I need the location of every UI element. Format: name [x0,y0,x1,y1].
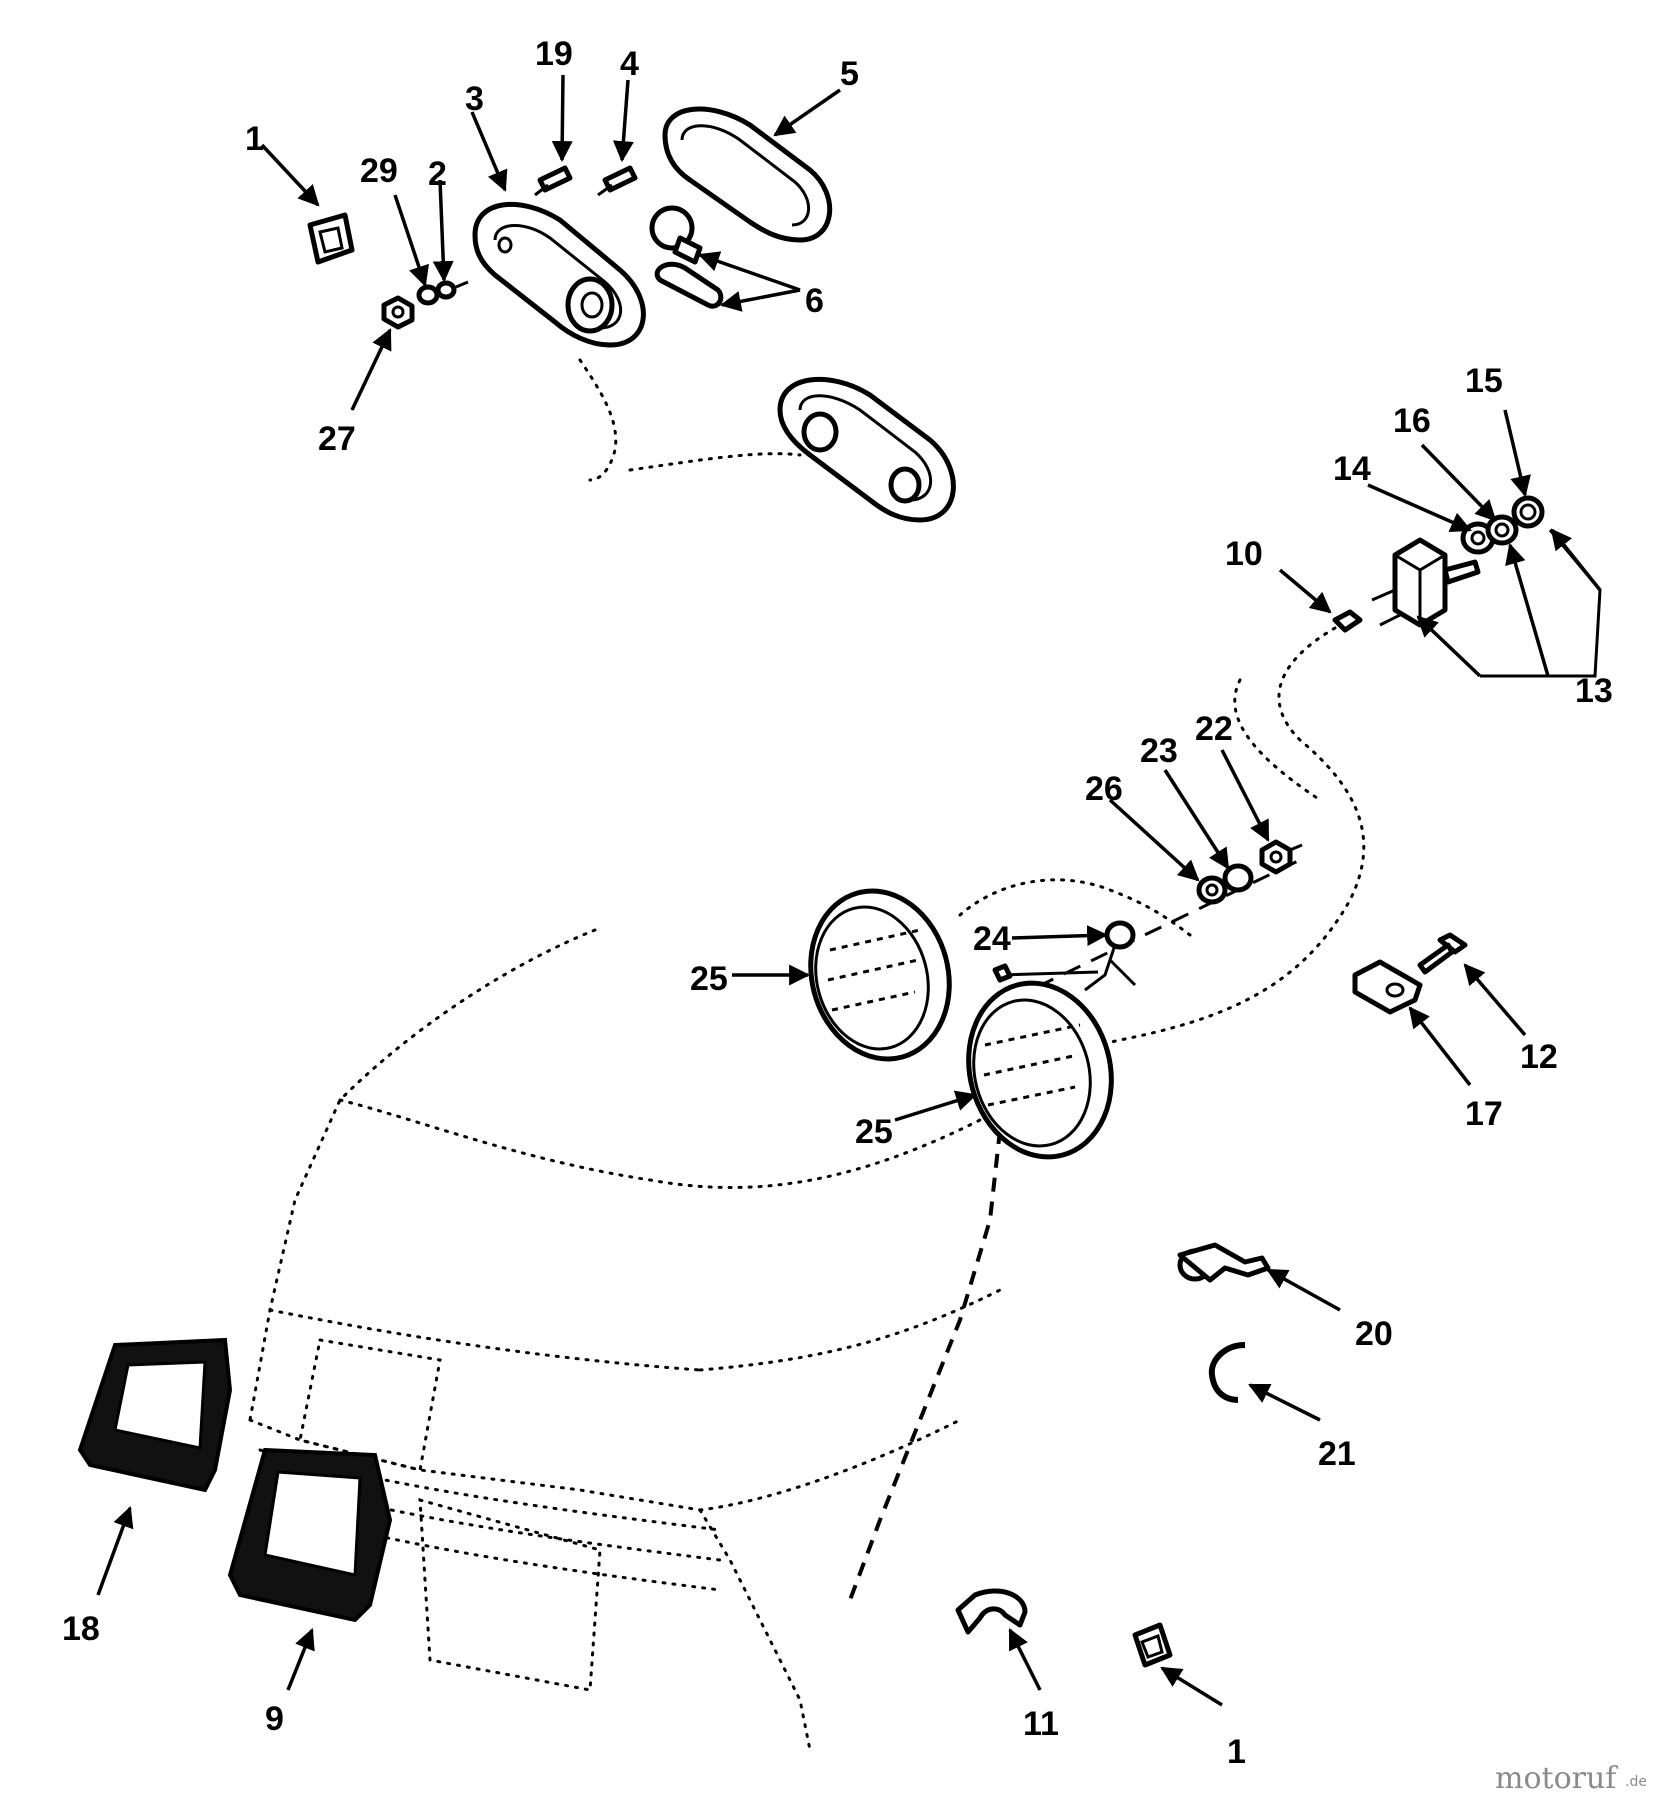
part-labels: 1 2 3 4 5 6 9 10 11 12 13 14 15 16 17 18… [62,35,1613,1771]
label-13: 13 [1575,672,1613,710]
part-25-headlamp-upper [808,888,952,1062]
label-24: 24 [973,920,1011,958]
part-26-washer [1196,875,1228,905]
part-1-clip-top [307,212,355,265]
part-6-bulb-round [649,205,703,265]
part-15-washer [1511,495,1545,529]
label-20: 20 [1355,1315,1393,1353]
watermark-suffix: .de [1625,1774,1647,1790]
part-1-clip-bottom [1132,1622,1173,1668]
part-14-nut [1460,521,1496,555]
part-6-bulb-wedge [654,261,724,309]
part-11-clip [955,1588,1028,1635]
label-15: 15 [1465,362,1503,400]
part-12-bolt [1417,932,1468,975]
label-6: 6 [805,282,824,320]
label-5: 5 [840,55,859,93]
label-4: 4 [620,45,639,83]
label-10: 10 [1225,535,1263,573]
part-3-lamp-housing [472,201,646,348]
wiring-harness [578,358,1366,1046]
label-14: 14 [1333,450,1371,488]
label-1-top: 1 [245,120,264,158]
part-21-spring-clip [1208,1342,1246,1403]
label-25-lower: 25 [855,1113,893,1151]
part-17-bracket [1352,959,1423,1015]
part-22-nut [1259,839,1303,875]
part-18-bezel [77,1337,233,1493]
leader-arrows [96,74,1602,1707]
label-17: 17 [1465,1095,1503,1133]
label-23: 23 [1140,732,1178,770]
watermark-text: motoruf [1495,1761,1618,1796]
label-3: 3 [465,80,484,118]
part-23-washer [1222,863,1254,893]
part-27-nut [381,295,415,330]
label-18: 18 [62,1610,100,1648]
part-9-bezel [227,1447,393,1623]
part-19-screw [534,165,573,197]
label-16: 16 [1393,402,1431,440]
part-24-ring-terminal [992,920,1137,992]
part-16-washer [1485,514,1519,546]
part-2-washer [435,280,469,300]
label-2: 2 [428,155,447,193]
label-29: 29 [360,152,398,190]
vehicle-hood-outline [248,858,1301,1752]
label-12: 12 [1520,1038,1558,1076]
label-27: 27 [318,420,356,458]
label-25-upper: 25 [690,960,728,998]
part-5-lens [662,106,833,243]
part-29-washer [416,284,440,306]
lamp-housing-second [777,376,956,523]
label-9: 9 [265,1700,284,1738]
part-13-toggle-switch [1371,537,1481,628]
label-19: 19 [535,35,573,73]
label-22: 22 [1195,710,1233,748]
part-20-clamp [1177,1242,1271,1283]
label-1-bottom: 1 [1227,1733,1246,1771]
part-25-headlamp-lower [966,980,1114,1160]
label-26: 26 [1085,770,1123,808]
watermark: motoruf .de [1495,1761,1647,1796]
label-11: 11 [1023,1705,1059,1743]
part-10-terminal [1332,609,1363,633]
label-21: 21 [1318,1435,1356,1473]
part-4-screw [597,165,638,197]
